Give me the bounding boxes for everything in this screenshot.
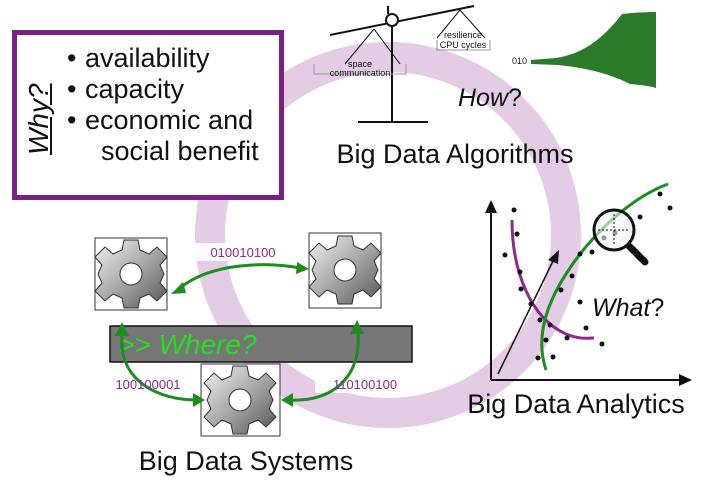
gear-node-bottom <box>200 363 281 437</box>
where-label: >> Where? <box>118 329 257 360</box>
link-label-right: 110100100 <box>333 377 397 392</box>
scale-left-label-line1: space <box>348 59 372 69</box>
scale-left-label-line2: communication <box>330 68 391 78</box>
gear-icon <box>94 239 168 309</box>
scatter-plot-icon <box>485 182 692 386</box>
bullet-economic: economic and <box>65 105 259 136</box>
analytics-title: Big Data Analytics <box>467 389 685 419</box>
link-label-top: 010010100 <box>210 245 275 260</box>
why-label: Why? <box>23 83 54 155</box>
bullet-capacity: capacity <box>65 74 259 105</box>
stream-bits: 010 <box>512 56 527 66</box>
link-label-left: 100100001 <box>115 377 180 392</box>
gear-node-top-right <box>308 232 382 309</box>
why-box: Why? availability capacity economic and … <box>12 30 284 200</box>
cycle-ring <box>195 42 581 428</box>
network-links <box>120 263 360 402</box>
what-question: What? <box>592 294 664 322</box>
balance-scale-icon <box>313 5 491 123</box>
magnifier-icon <box>592 208 649 266</box>
scale-right-label-line2: CPU cycles <box>440 40 487 50</box>
systems-title: Big Data Systems <box>139 446 354 476</box>
why-bullet-list: availability capacity economic and socia… <box>65 43 259 167</box>
bullet-availability: availability <box>65 43 259 74</box>
gear-icon <box>203 365 277 435</box>
gear-node-top-left <box>94 237 168 311</box>
arrowheads <box>115 262 364 407</box>
how-question: How? <box>458 84 522 112</box>
bullet-social-benefit: social benefit <box>101 136 259 166</box>
algorithms-title: Big Data Algorithms <box>336 139 573 169</box>
gear-icon <box>308 235 382 305</box>
data-stream-icon <box>531 12 656 88</box>
scale-right-label-line1: resilience <box>444 30 482 40</box>
